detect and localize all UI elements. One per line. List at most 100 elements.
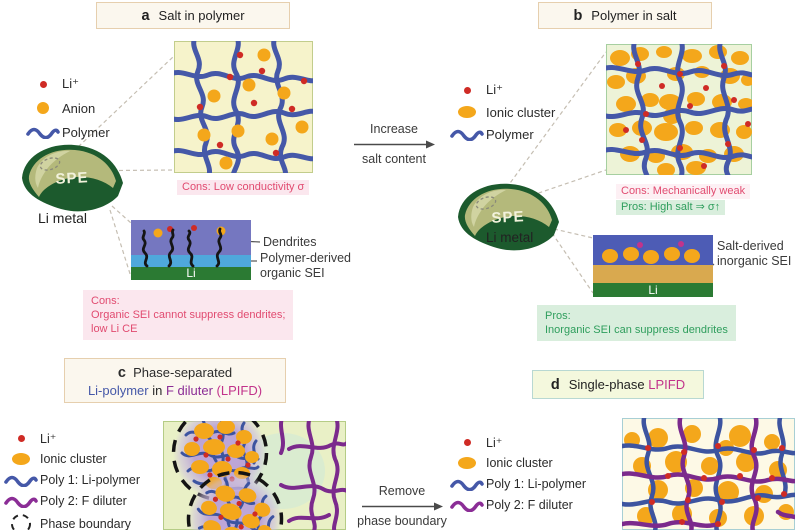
pros-line: Pros: bbox=[545, 310, 571, 322]
panel-d-tag: d bbox=[550, 376, 560, 393]
panel-a-header: a Salt in polymer bbox=[96, 2, 290, 29]
ionic-cluster-icon bbox=[448, 457, 486, 469]
li-ion-icon bbox=[2, 434, 40, 442]
li-anode-layer bbox=[131, 267, 251, 280]
legend-label: Phase boundary bbox=[40, 517, 132, 530]
panel-b-electrolyte-diagram bbox=[606, 44, 752, 175]
panel-a-electrolyte-diagram bbox=[174, 41, 313, 173]
pros-line: Inorganic SEI can suppress dendrites bbox=[545, 324, 728, 336]
legend-row-cluster: Ionic cluster bbox=[448, 455, 586, 471]
zoom-region-ellipse bbox=[39, 157, 61, 171]
poly1-wave-icon bbox=[2, 474, 40, 487]
arrow-label-bottom: salt content bbox=[362, 152, 426, 166]
panel-a-tag: a bbox=[141, 7, 150, 24]
panel-a-title: Salt in polymer bbox=[158, 8, 245, 23]
panel-b-title: Polymer in salt bbox=[591, 8, 677, 23]
legend-row-poly1: Poly 1: Li-polymer bbox=[2, 472, 140, 488]
legend-row-li: Li⁺ bbox=[448, 434, 586, 450]
polymer-chains bbox=[174, 41, 313, 173]
legend-label: Li⁺ bbox=[486, 435, 503, 450]
polymer-wave-icon bbox=[448, 128, 486, 141]
li-metal-label-a: Li metal bbox=[38, 210, 88, 226]
ionic-clusters bbox=[602, 247, 700, 264]
right-arrow-icon bbox=[362, 502, 443, 511]
f-diluter-chains bbox=[622, 418, 795, 530]
panel-d-electrolyte-diagram bbox=[622, 418, 795, 530]
legend-row-li: Li⁺ bbox=[24, 76, 110, 92]
title-in: in bbox=[148, 383, 166, 398]
anion-icon bbox=[24, 102, 62, 114]
panel-b-interface-diagram: Li bbox=[593, 235, 713, 297]
panel-c-title-text: Phase-separated bbox=[133, 365, 233, 380]
panel-c-header: c Phase-separated Li-polymer in F dilute… bbox=[64, 358, 286, 403]
legend-row-cluster: Ionic cluster bbox=[2, 451, 140, 467]
poly2-wave-icon bbox=[448, 499, 486, 512]
ionic-cluster-icon bbox=[2, 453, 40, 465]
panel-c-title-line2: Li-polymer in F diluter (LPIFD) bbox=[65, 382, 285, 400]
legend-label: Polymer bbox=[62, 124, 110, 140]
organic-sei-callout-1: Polymer-derived bbox=[260, 251, 352, 265]
legend-label: Ionic cluster bbox=[486, 456, 553, 470]
cons-line: low Li CE bbox=[91, 323, 138, 335]
arrow-label-top: Remove bbox=[378, 484, 426, 498]
legend-label: Anion bbox=[62, 100, 96, 116]
organic-sei-callout-2: organic SEI bbox=[260, 266, 325, 280]
legend-row-poly1: Poly 1: Li-polymer bbox=[448, 476, 586, 492]
arrow-label-top: Increase bbox=[370, 122, 418, 136]
li-label: Li bbox=[648, 283, 657, 297]
spe-label: SPE bbox=[55, 169, 89, 188]
legend-row-li: Li⁺ bbox=[2, 430, 140, 446]
panel-c-legend: Li⁺ Ionic cluster Poly 1: Li-polymer Pol… bbox=[2, 430, 140, 530]
legend-row-poly2: Poly 2: F diluter bbox=[448, 497, 586, 513]
spe-electrode-a: SPE bbox=[22, 144, 123, 212]
title-single-phase: Single-phase bbox=[568, 377, 649, 392]
legend-label: Poly 2: F diluter bbox=[40, 494, 127, 508]
legend-label: Poly 1: Li-polymer bbox=[40, 473, 141, 487]
right-arrow-icon bbox=[354, 140, 435, 149]
title-li-polymer: Li-polymer bbox=[87, 383, 149, 398]
panel-b-tag: b bbox=[573, 7, 583, 24]
panel-b-pros-box: Pros: Inorganic SEI can suppress dendrit… bbox=[537, 305, 736, 341]
panel-a-legend: Li⁺ Anion Polymer bbox=[24, 76, 110, 140]
poly1-wave-icon bbox=[448, 478, 486, 491]
title-lpifd: (LPIFD) bbox=[212, 383, 263, 398]
increase-salt-arrow: Increase salt content bbox=[340, 122, 448, 166]
legend-label: Poly 2: F diluter bbox=[486, 498, 573, 512]
legend-row-polymer: Polymer bbox=[448, 126, 555, 142]
inorganic-sei-callout-1: Salt-derived bbox=[717, 239, 784, 253]
cons-line: Cons: bbox=[91, 295, 120, 307]
li-anode-layer bbox=[593, 283, 713, 297]
ionic-cluster-icon bbox=[448, 106, 486, 118]
poly2-wave-icon bbox=[2, 495, 40, 508]
li-metal-label-b: Li metal bbox=[486, 230, 534, 245]
zoom-region-ellipse bbox=[475, 196, 497, 210]
legend-label: Li⁺ bbox=[486, 82, 503, 97]
panel-c-electrolyte-diagram bbox=[163, 421, 346, 530]
inorganic-sei-layer bbox=[593, 265, 713, 283]
legend-row-anion: Anion bbox=[24, 100, 110, 116]
legend-row-polymer: Polymer bbox=[24, 124, 110, 140]
phase-boundary-icon bbox=[2, 513, 40, 530]
legend-label: Ionic cluster bbox=[40, 452, 107, 466]
legend-label: Poly 1: Li-polymer bbox=[486, 477, 587, 491]
dendrites-callout: Dendrites bbox=[263, 235, 317, 249]
li-ions bbox=[623, 61, 751, 169]
legend-row-li: Li⁺ bbox=[448, 82, 555, 98]
panel-b-header: b Polymer in salt bbox=[538, 2, 712, 29]
li-ions bbox=[196, 51, 308, 157]
legend-row-poly2: Poly 2: F diluter bbox=[2, 493, 140, 509]
panel-d-legend: Li⁺ Ionic cluster Poly 1: Li-polymer Pol… bbox=[448, 434, 586, 513]
li-label: Li bbox=[186, 266, 195, 280]
panel-a-interface-diagram: Li bbox=[131, 220, 251, 280]
legend-row-cluster: Ionic cluster bbox=[448, 104, 555, 120]
panel-d-header: d Single-phase LPIFD bbox=[532, 370, 704, 399]
li-ions bbox=[645, 443, 787, 527]
spe-electrode-b: SPE bbox=[458, 183, 559, 251]
li-ion-icon bbox=[24, 80, 62, 88]
remove-boundary-arrow: Remove phase boundary bbox=[344, 484, 460, 528]
panel-a-cons-box: Cons: Organic SEI cannot suppress dendri… bbox=[83, 290, 294, 340]
legend-label: Li⁺ bbox=[40, 431, 57, 446]
inorganic-sei-callout-2: inorganic SEI bbox=[717, 254, 792, 268]
title-f-diluter: F diluter bbox=[165, 383, 213, 398]
